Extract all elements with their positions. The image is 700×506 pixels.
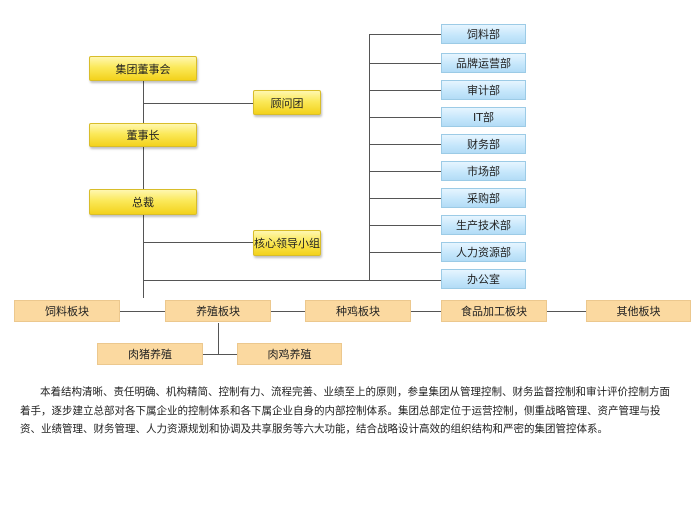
connector-breeding-down bbox=[218, 323, 219, 354]
segment-label: 养殖板块 bbox=[196, 305, 240, 318]
department-box: 审计部 bbox=[441, 80, 526, 100]
connector-board-to-chairman bbox=[143, 81, 144, 123]
chairman-label: 董事长 bbox=[126, 129, 160, 142]
connector-breeding-branch bbox=[196, 354, 237, 355]
segment-label: 其他板块 bbox=[616, 305, 661, 318]
connector-core-team bbox=[143, 242, 253, 243]
department-box: 人力资源部 bbox=[441, 242, 526, 262]
department-box: 采购部 bbox=[441, 188, 526, 208]
connector-dept-3 bbox=[369, 117, 441, 118]
segment-box: 种鸡板块 bbox=[305, 300, 411, 322]
breeding-sub-label: 肉鸡养殖 bbox=[267, 348, 312, 361]
connector-president-to-departments bbox=[143, 280, 441, 281]
department-label: 人力资源部 bbox=[456, 246, 511, 259]
breeding-sub-label: 肉猪养殖 bbox=[128, 348, 172, 361]
connector-dept-0 bbox=[369, 34, 441, 35]
department-label: 办公室 bbox=[467, 273, 500, 286]
department-label: 市场部 bbox=[467, 165, 500, 178]
connector-dept-4 bbox=[369, 144, 441, 145]
connector-president-to-segments bbox=[143, 215, 144, 298]
connector-dept-1 bbox=[369, 63, 441, 64]
core-team-label: 核心领导小组 bbox=[254, 237, 320, 250]
group-board-label: 集团董事会 bbox=[115, 62, 171, 76]
segment-label: 种鸡板块 bbox=[336, 305, 380, 318]
president-box: 总裁 bbox=[89, 189, 197, 215]
core-team-box: 核心领导小组 bbox=[253, 230, 321, 256]
segment-box: 其他板块 bbox=[586, 300, 691, 322]
department-label: 生产技术部 bbox=[456, 219, 511, 232]
connector-dept-2 bbox=[369, 90, 441, 91]
president-label: 总裁 bbox=[132, 196, 154, 209]
department-box: 财务部 bbox=[441, 134, 526, 154]
segment-box: 养殖板块 bbox=[165, 300, 271, 322]
segment-label: 食品加工板块 bbox=[461, 305, 527, 318]
department-box: IT部 bbox=[441, 107, 526, 127]
breeding-sub-box: 肉猪养殖 bbox=[97, 343, 203, 365]
advisors-box: 顾问团 bbox=[253, 90, 321, 115]
description-paragraph: 本着结构清晰、责任明确、机构精简、控制有力、流程完善、业绩至上的原则，参皇集团从… bbox=[20, 386, 670, 435]
department-label: 财务部 bbox=[467, 138, 500, 151]
department-label: IT部 bbox=[473, 111, 494, 124]
connector-dept-5 bbox=[369, 171, 441, 172]
department-label: 审计部 bbox=[467, 84, 500, 97]
segment-box: 饲料板块 bbox=[14, 300, 120, 322]
department-box: 办公室 bbox=[441, 269, 526, 289]
connector-dept-8 bbox=[369, 252, 441, 253]
group-board-box: 集团董事会 bbox=[89, 56, 197, 81]
connector-advisors bbox=[143, 103, 253, 104]
connector-dept-6 bbox=[369, 198, 441, 199]
department-box: 市场部 bbox=[441, 161, 526, 181]
connector-departments-trunk bbox=[369, 34, 370, 280]
advisors-label: 顾问团 bbox=[270, 96, 304, 110]
department-box: 饲料部 bbox=[441, 24, 526, 44]
department-label: 饲料部 bbox=[467, 28, 500, 41]
department-label: 采购部 bbox=[467, 192, 500, 205]
connector-dept-7 bbox=[369, 225, 441, 226]
chairman-box: 董事长 bbox=[89, 123, 197, 147]
department-label: 品牌运营部 bbox=[456, 57, 511, 70]
breeding-sub-box: 肉鸡养殖 bbox=[237, 343, 342, 365]
segment-box: 食品加工板块 bbox=[441, 300, 547, 322]
segment-label: 饲料板块 bbox=[45, 305, 89, 318]
department-box: 品牌运营部 bbox=[441, 53, 526, 73]
department-box: 生产技术部 bbox=[441, 215, 526, 235]
connector-chairman-to-president bbox=[143, 147, 144, 189]
